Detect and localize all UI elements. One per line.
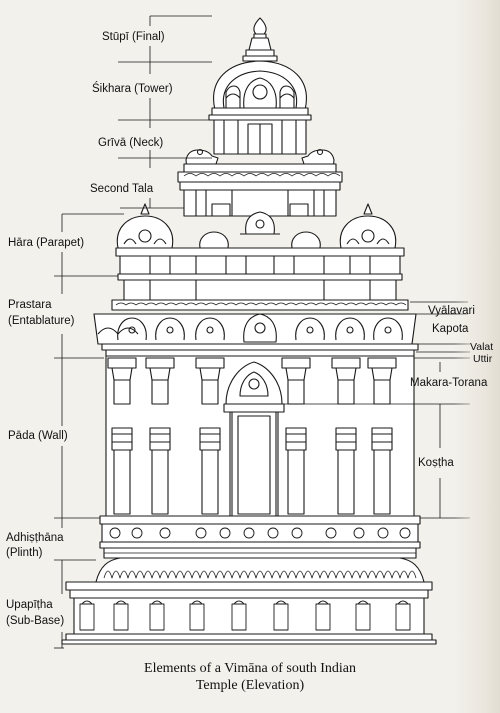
label-plinth: (Plinth) xyxy=(6,547,43,559)
second-tala xyxy=(177,163,343,235)
label-vyalavari: Vyālavari xyxy=(428,305,475,317)
label-pada: Pāda (Wall) xyxy=(8,430,68,442)
page-edge-shadow xyxy=(454,0,500,713)
figure-caption-line-1: Elements of a Vimāna of south Indian xyxy=(144,661,356,676)
pada-wall xyxy=(105,355,415,517)
upapitha-sub-base xyxy=(61,581,437,645)
label-prastara: Prastara xyxy=(8,299,52,311)
figure-caption-line-2: Temple (Elevation) xyxy=(195,678,305,693)
label-adhisthana: Adhiṣṭhāna xyxy=(6,532,64,544)
label-sikhara: Śikhara (Tower) xyxy=(92,83,173,95)
label-sub-base: (Sub-Base) xyxy=(6,615,65,627)
label-upapitha: Upapīṭha xyxy=(6,599,53,611)
griva-neck xyxy=(185,119,335,171)
label-second-tala: Second Tala xyxy=(90,183,154,195)
sikhara-dome xyxy=(208,60,312,121)
label-griva: Grīvā (Neck) xyxy=(98,137,164,149)
stupi-finial xyxy=(242,17,278,62)
label-entablature: (Entablature) xyxy=(8,315,75,327)
adhisthana-plinth xyxy=(95,515,425,583)
label-makara-torana: Makara-Torana xyxy=(410,377,488,389)
label-valabhi: Valat xyxy=(470,341,494,353)
hara-corner-shrines xyxy=(116,203,397,249)
dimension-lines-left xyxy=(54,15,212,649)
koshtha-niche xyxy=(223,361,285,517)
label-kostha: Koṣṭha xyxy=(418,457,454,469)
label-kapota: Kapota xyxy=(432,323,469,335)
hara-parapet xyxy=(115,247,405,301)
label-hara: Hāra (Parapet) xyxy=(8,237,85,249)
label-stupi: Stūpī (Final) xyxy=(102,31,165,43)
label-uttira: Uttir xyxy=(473,353,493,365)
prastara-entablature xyxy=(93,299,419,357)
